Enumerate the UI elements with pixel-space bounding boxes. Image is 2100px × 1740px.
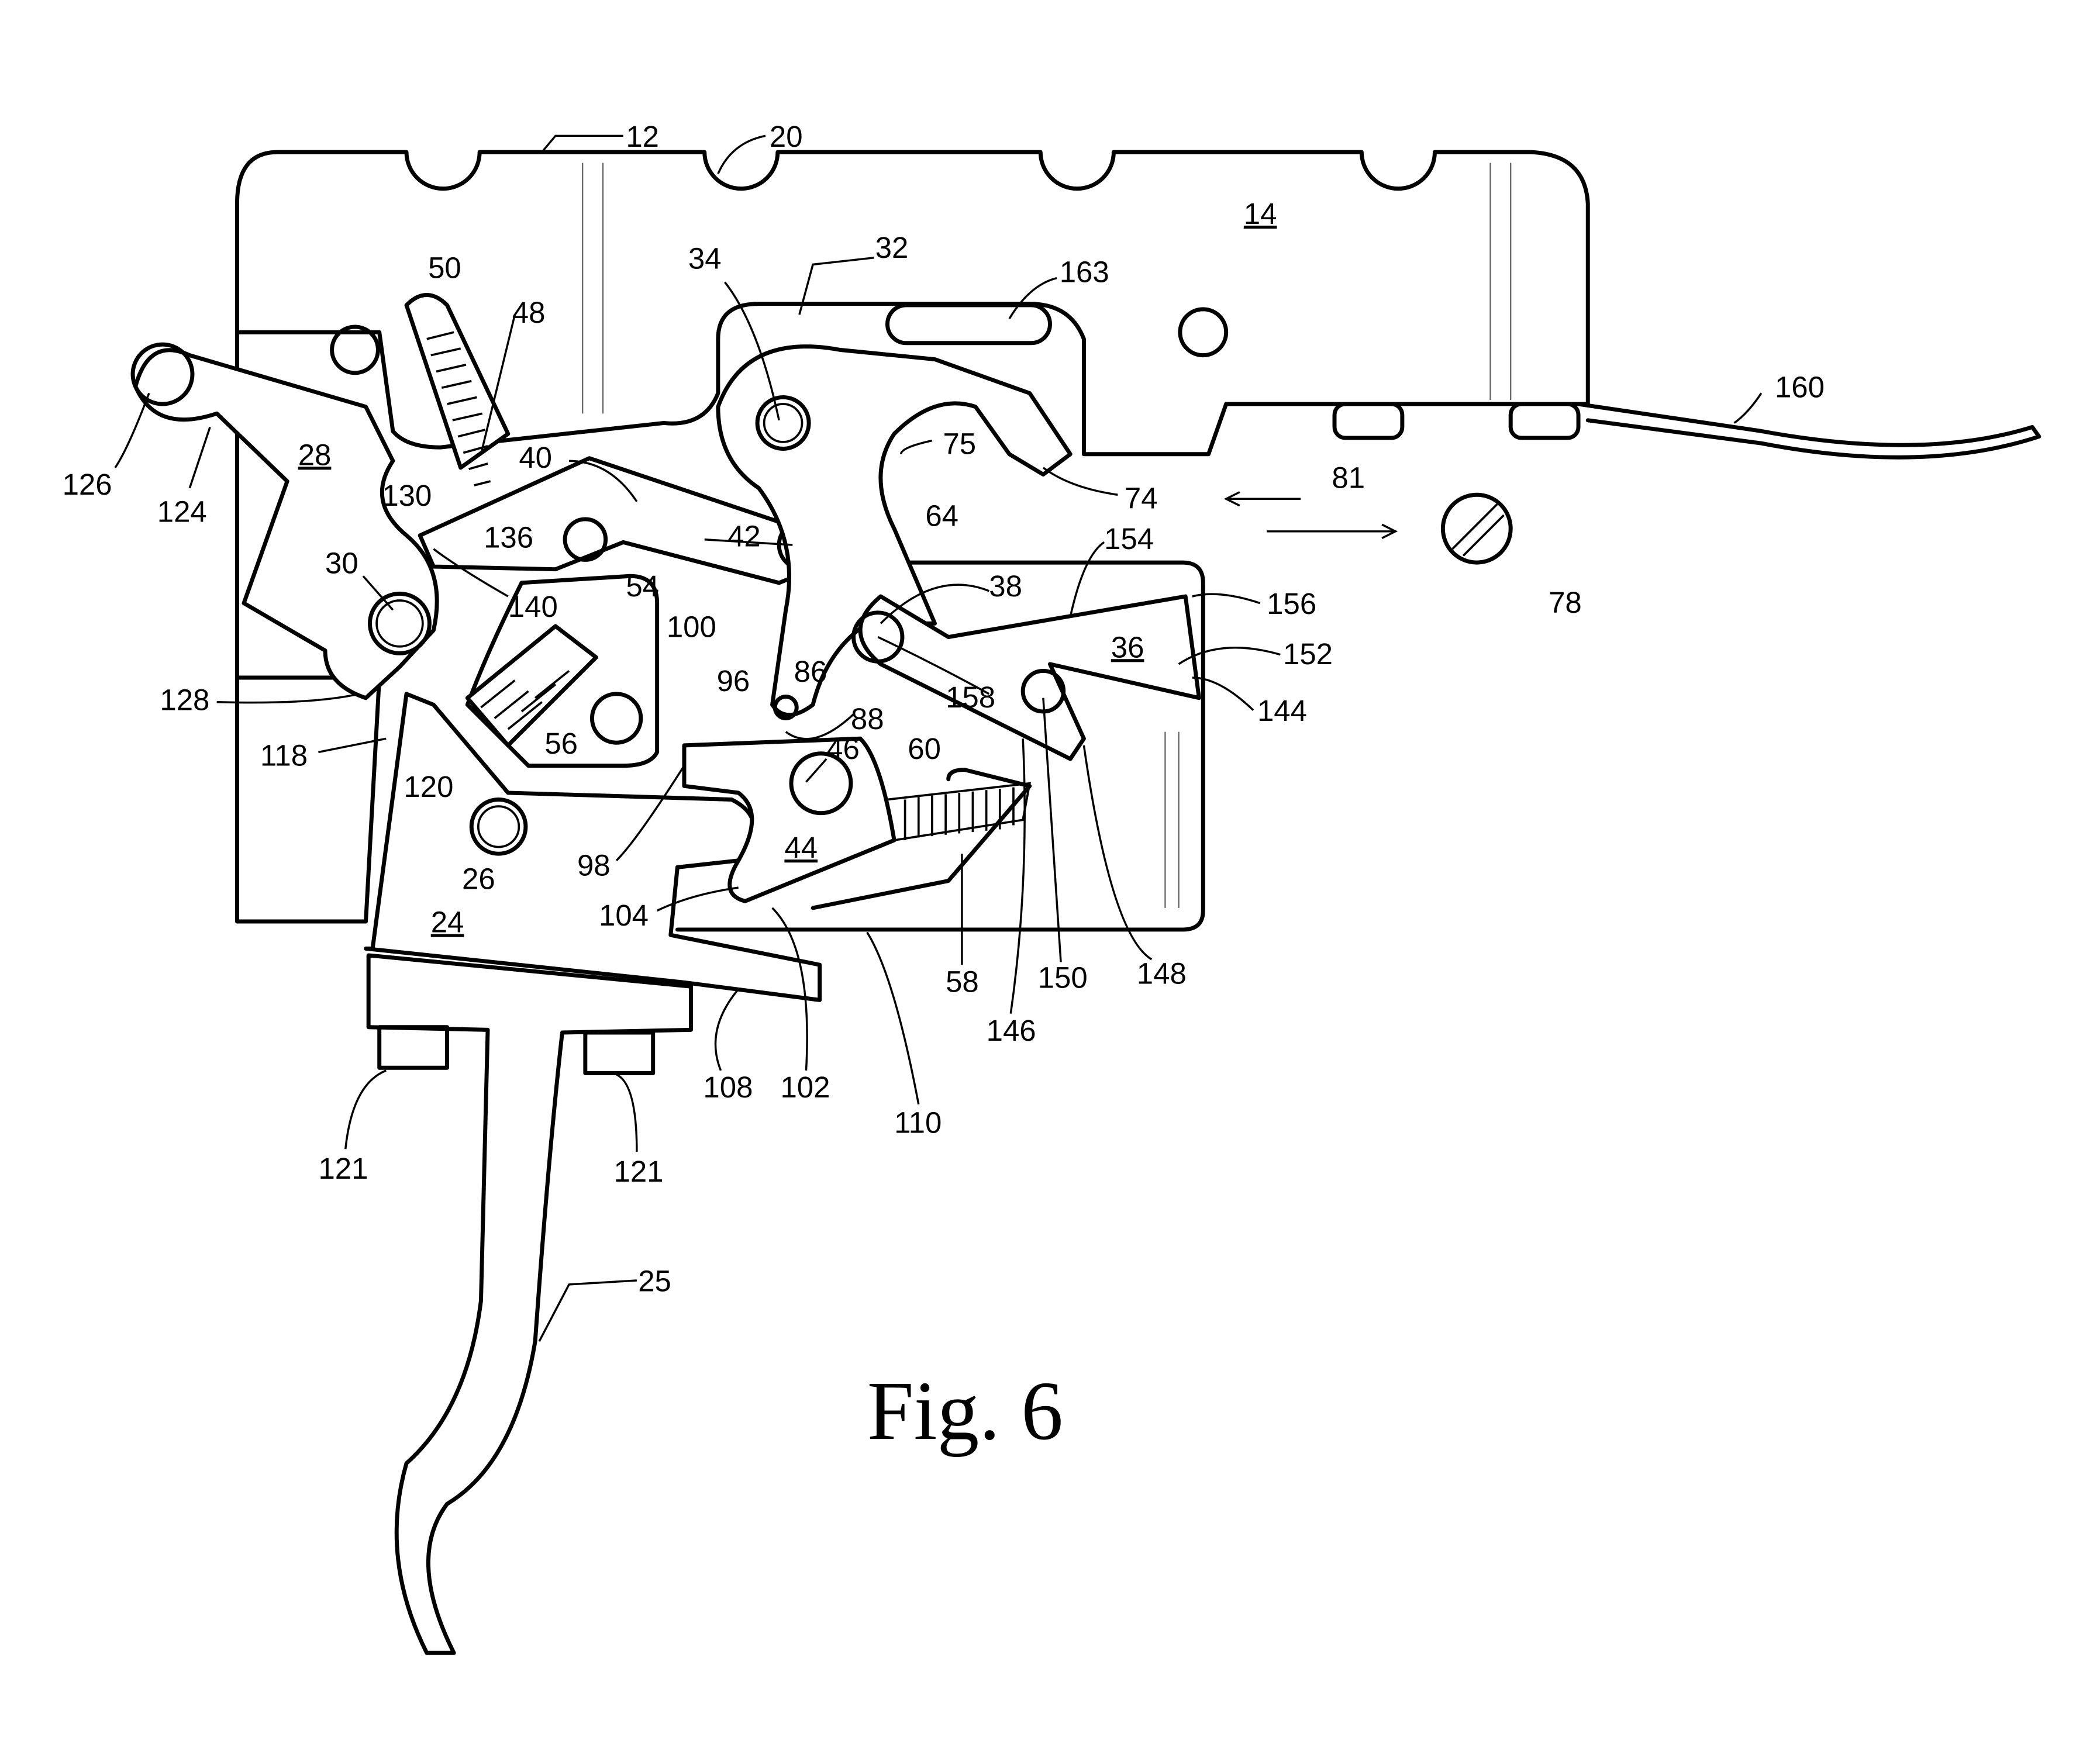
- label-130: 130: [382, 479, 432, 512]
- label-160: 160: [1775, 370, 1825, 403]
- label-121-left: 121: [318, 1152, 368, 1185]
- label-54: 54: [626, 569, 659, 603]
- label-100: 100: [667, 610, 716, 644]
- label-110: 110: [894, 1106, 942, 1139]
- label-48: 48: [512, 296, 546, 329]
- label-26: 26: [462, 862, 495, 895]
- cross-pin-78: [1440, 492, 1513, 565]
- spring-seat-58: [811, 768, 1032, 910]
- figure-caption: Fig. 6: [867, 1365, 1063, 1458]
- trigger-shoe-25: [366, 953, 694, 1655]
- label-156: 156: [1267, 587, 1316, 620]
- label-25: 25: [638, 1265, 671, 1298]
- label-81: 81: [1332, 461, 1365, 495]
- label-78: 78: [1549, 586, 1582, 619]
- label-126: 126: [63, 468, 112, 501]
- safety-lever-28: [133, 348, 439, 700]
- label-86: 86: [794, 655, 827, 688]
- label-50: 50: [428, 251, 461, 285]
- label-14: 14: [1244, 197, 1277, 230]
- label-40: 40: [519, 441, 552, 474]
- label-74: 74: [1125, 481, 1158, 515]
- lever-44: [682, 736, 896, 903]
- label-24: 24: [431, 906, 464, 939]
- label-75: 75: [943, 427, 976, 461]
- label-152: 152: [1283, 637, 1333, 671]
- label-118: 118: [260, 739, 308, 772]
- label-98: 98: [577, 848, 611, 882]
- label-12: 12: [626, 120, 659, 153]
- label-36: 36: [1111, 630, 1144, 664]
- label-108: 108: [703, 1071, 753, 1104]
- label-124: 124: [157, 495, 207, 529]
- label-56: 56: [544, 727, 578, 760]
- label-28: 28: [298, 438, 332, 471]
- label-38: 38: [989, 569, 1022, 603]
- label-30: 30: [325, 547, 358, 580]
- label-120: 120: [404, 770, 453, 803]
- label-144: 144: [1257, 694, 1307, 727]
- label-34: 34: [688, 241, 722, 275]
- label-128: 128: [160, 683, 209, 717]
- spring-48: [404, 293, 511, 470]
- block-54: [465, 574, 660, 768]
- label-102: 102: [780, 1071, 830, 1104]
- label-121-right: 121: [613, 1155, 663, 1188]
- label-58: 58: [946, 965, 979, 999]
- label-88: 88: [851, 702, 884, 736]
- label-60: 60: [908, 732, 941, 765]
- label-140: 140: [508, 590, 558, 623]
- label-44: 44: [784, 831, 818, 864]
- label-104: 104: [599, 899, 649, 932]
- housing-12: [235, 150, 2042, 932]
- label-64: 64: [925, 499, 958, 533]
- label-136: 136: [484, 521, 533, 554]
- label-42: 42: [727, 519, 761, 553]
- label-150: 150: [1038, 961, 1088, 995]
- label-146: 146: [987, 1014, 1036, 1047]
- label-163: 163: [1060, 256, 1109, 289]
- label-20: 20: [770, 120, 803, 153]
- direction-arrows-81: [1223, 491, 1398, 539]
- label-158: 158: [946, 681, 995, 714]
- label-154: 154: [1104, 522, 1154, 555]
- label-46: 46: [826, 732, 860, 765]
- leader-lines: [114, 134, 1763, 1342]
- reference-numerals: 12 20 14 50 48 34 32 163 160 126 124 28 …: [63, 120, 1825, 1298]
- label-96: 96: [717, 664, 750, 698]
- label-148: 148: [1137, 957, 1187, 990]
- label-32: 32: [875, 231, 909, 264]
